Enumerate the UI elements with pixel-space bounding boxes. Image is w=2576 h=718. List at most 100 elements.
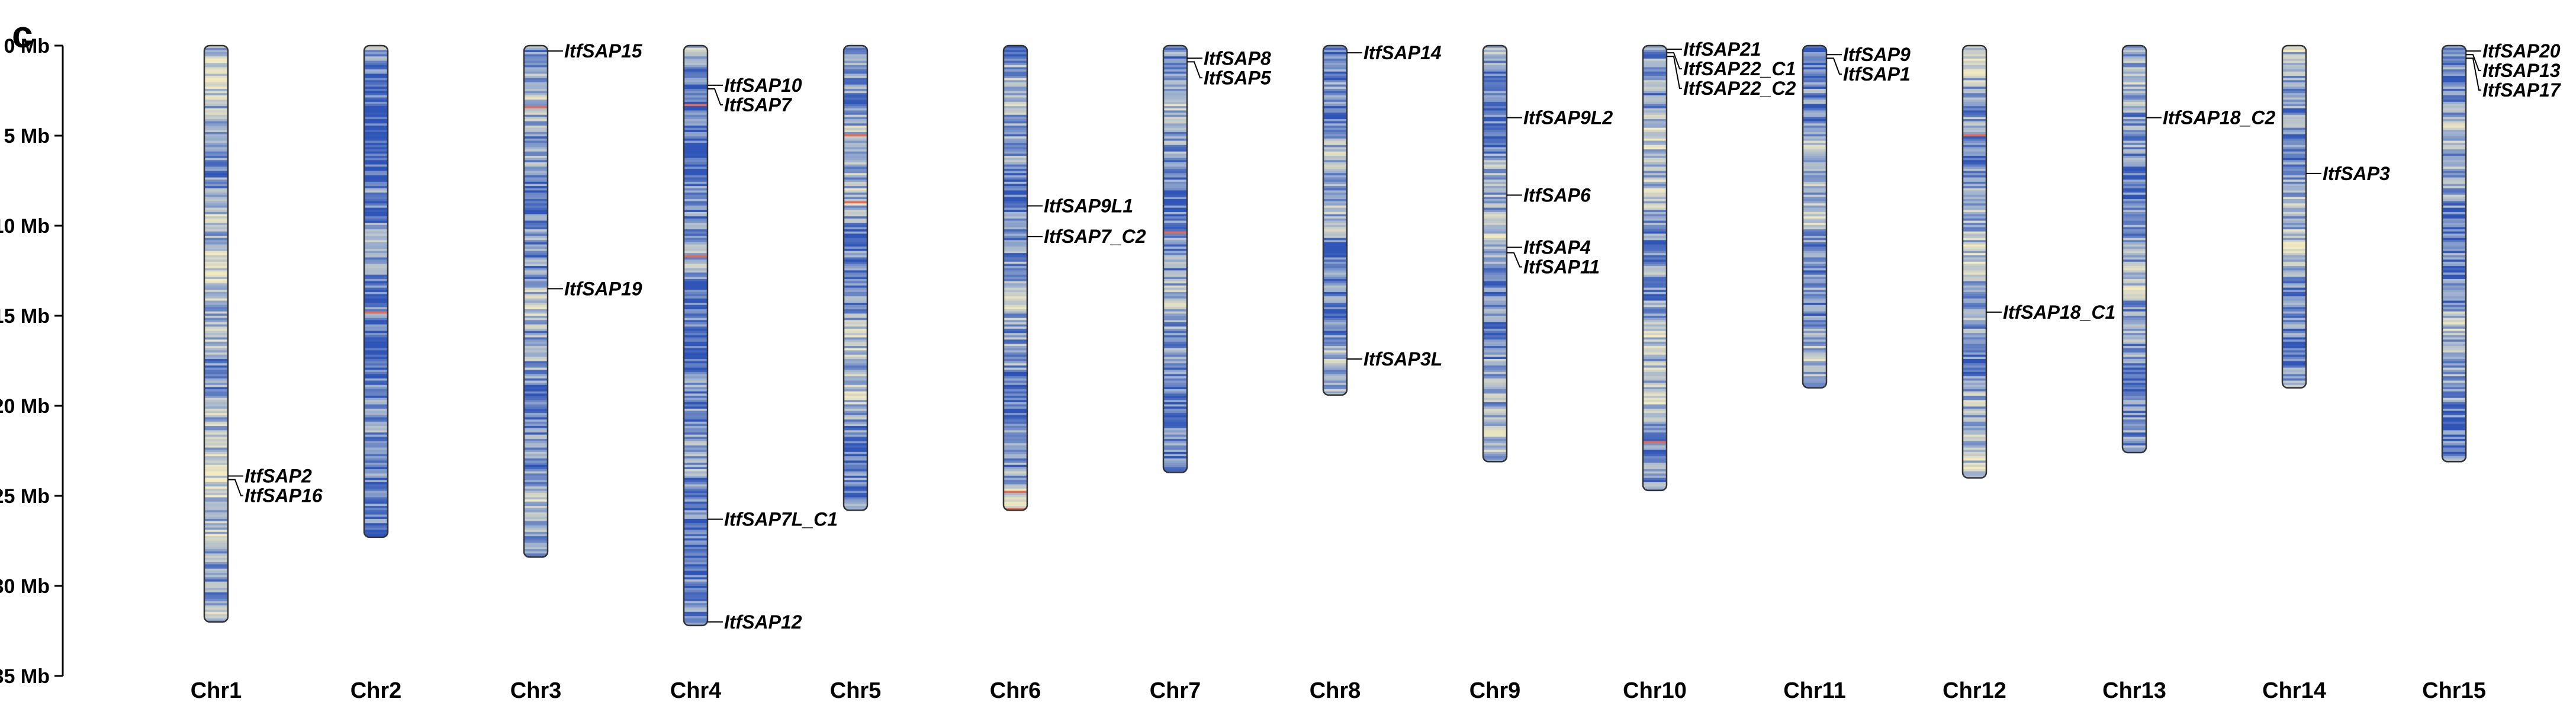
density-band: [2282, 294, 2306, 297]
density-band: [524, 458, 548, 461]
density-band: [1483, 331, 1507, 334]
density-band: [2282, 113, 2306, 116]
density-band: [364, 134, 388, 137]
density-band: [524, 175, 548, 178]
density-band: [204, 216, 228, 219]
density-band: [1163, 69, 1187, 72]
density-band: [1483, 246, 1507, 249]
density-band: [844, 130, 867, 133]
density-band: [1803, 238, 1826, 241]
density-band: [524, 419, 548, 422]
density-band: [2282, 370, 2306, 373]
density-band: [204, 445, 228, 448]
density-band: [1323, 162, 1347, 165]
density-band: [1963, 171, 1986, 174]
density-band: [204, 508, 228, 511]
density-band: [2122, 395, 2146, 399]
density-band: [1004, 333, 1027, 336]
density-band: [1323, 236, 1347, 239]
density-band: [1803, 121, 1826, 124]
density-band: [364, 426, 388, 429]
density-band: [1323, 80, 1347, 83]
density-band: [2442, 352, 2466, 355]
density-band: [2282, 326, 2306, 329]
density-band: [684, 80, 707, 83]
density-band: [684, 374, 707, 377]
density-band: [684, 60, 707, 63]
chromosome-outline: [1322, 44, 1348, 396]
density-band: [2122, 108, 2146, 111]
density-band: [364, 132, 388, 135]
density-band: [204, 277, 228, 280]
density-band: [684, 415, 707, 418]
density-band: [2122, 231, 2146, 234]
density-band: [524, 285, 548, 289]
density-band: [684, 242, 707, 245]
density-band: [684, 376, 707, 379]
density-band: [1004, 121, 1027, 124]
density-band: [524, 233, 548, 236]
density-band: [2122, 177, 2146, 180]
density-band: [524, 437, 548, 440]
density-band: [1803, 380, 1826, 383]
density-band: [1004, 491, 1027, 493]
density-band: [524, 281, 548, 284]
density-band: [204, 47, 228, 50]
density-band: [2122, 56, 2146, 59]
density-band: [364, 78, 388, 81]
density-band: [684, 160, 707, 163]
density-band: [1483, 54, 1507, 57]
density-band: [364, 287, 388, 290]
density-band: [684, 78, 707, 81]
density-band: [2122, 358, 2146, 362]
density-band: [1963, 205, 1986, 209]
density-band: [204, 523, 228, 526]
density-band: [1803, 255, 1826, 258]
density-band: [844, 441, 867, 444]
density-band: [1163, 162, 1187, 165]
density-band: [1004, 138, 1027, 142]
density-band: [684, 510, 707, 513]
density-band: [1004, 134, 1027, 137]
density-band: [2122, 47, 2146, 50]
density-band: [1323, 246, 1347, 249]
density-band: [684, 180, 707, 182]
density-band: [684, 244, 707, 247]
chromosome-name: Chr6: [990, 678, 1041, 703]
density-band: [1963, 376, 1986, 379]
density-band: [1483, 417, 1507, 420]
density-band: [1963, 97, 1986, 100]
density-band: [1963, 358, 1986, 362]
density-band: [1803, 303, 1826, 306]
density-band: [204, 82, 228, 85]
density-band: [2122, 264, 2146, 267]
density-band: [2122, 341, 2146, 345]
density-band: [2122, 132, 2146, 135]
density-band: [2442, 447, 2466, 450]
density-band: [2122, 88, 2146, 92]
density-band: [1483, 307, 1507, 310]
density-band: [1483, 91, 1507, 94]
density-band: [204, 316, 228, 319]
density-band: [2442, 82, 2466, 85]
density-band: [204, 380, 228, 383]
density-band: [2282, 290, 2306, 293]
density-band: [684, 337, 707, 340]
density-band: [1803, 143, 1826, 146]
density-band: [1963, 374, 1986, 377]
chromosome-density-bands: [204, 46, 228, 622]
density-band: [1963, 259, 1986, 262]
density-band: [204, 488, 228, 492]
density-band: [524, 136, 548, 139]
density-band: [204, 601, 228, 604]
density-band: [2282, 229, 2306, 232]
density-band: [1483, 229, 1507, 232]
density-band: [524, 501, 548, 504]
density-band: [524, 261, 548, 265]
density-band: [364, 530, 388, 533]
density-band: [2282, 110, 2306, 113]
density-band: [204, 244, 228, 247]
density-band: [2282, 134, 2306, 137]
